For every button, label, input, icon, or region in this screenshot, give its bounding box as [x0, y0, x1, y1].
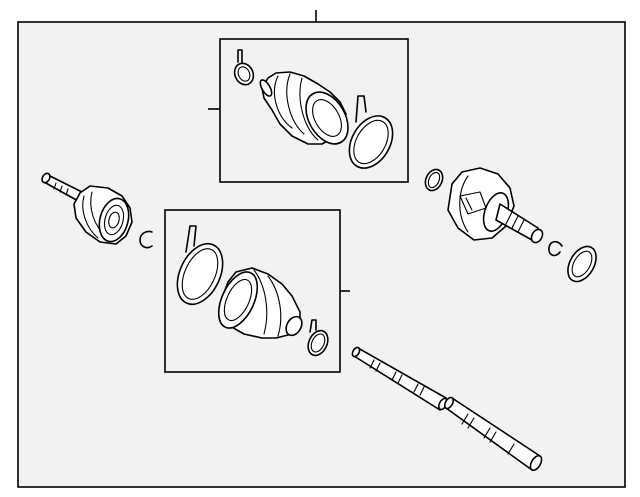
outer-cv-joint[interactable] — [40, 172, 133, 245]
outer-boot-kit[interactable] — [208, 38, 409, 183]
outer-boot — [259, 71, 349, 145]
inner-boot-kit[interactable] — [164, 209, 350, 373]
circlip[interactable] — [548, 240, 563, 257]
outer-snap-ring[interactable] — [139, 230, 153, 249]
inner-boot-large-clamp — [176, 225, 224, 306]
outer-boot-small-clamp — [233, 49, 255, 86]
inner-boot — [217, 267, 303, 339]
outer-boot-large-clamp — [348, 95, 394, 169]
inner-cv-joint[interactable] — [447, 167, 545, 245]
inner-boot-small-clamp — [307, 319, 329, 357]
intermediate-shaft[interactable] — [351, 346, 544, 472]
o-ring[interactable] — [422, 167, 446, 194]
dust-seal[interactable] — [562, 242, 602, 287]
